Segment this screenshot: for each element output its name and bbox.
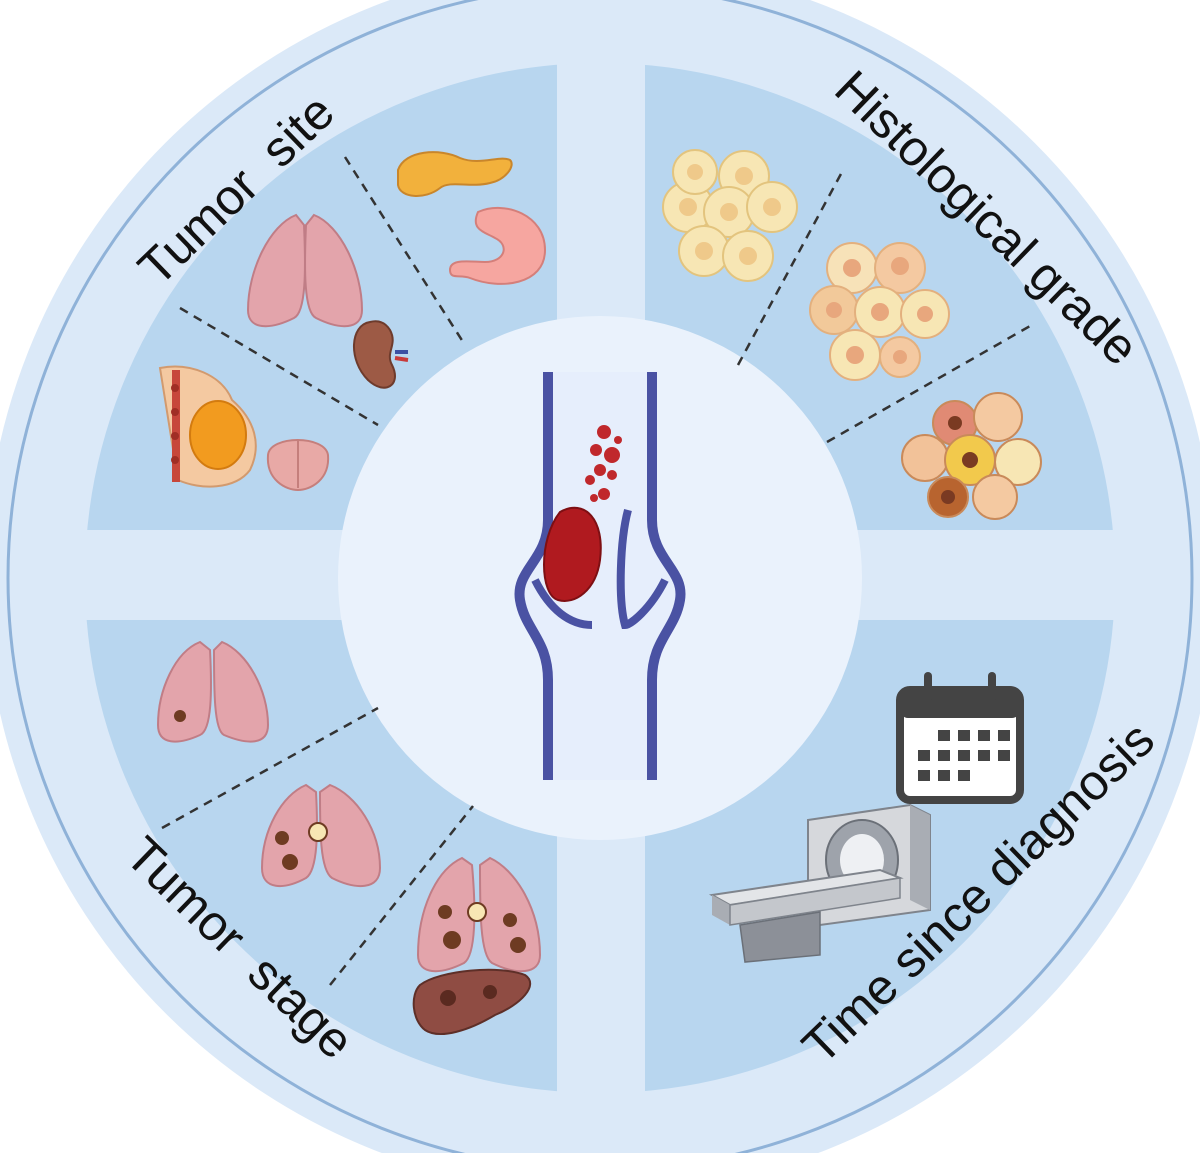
pancreas-icon: [397, 151, 513, 197]
cell-cluster-icon: [662, 149, 1042, 520]
dividers: [161, 156, 1031, 986]
vein-thrombus-illustration: [514, 372, 686, 780]
prostate-icon: [266, 439, 330, 492]
stomach-icon: [448, 207, 547, 285]
lungs-icon: [246, 213, 364, 328]
lungs-icon: [416, 856, 542, 973]
lungs-icon: [260, 783, 382, 888]
calendar-icon: [896, 672, 1024, 804]
liver-icon: [412, 968, 532, 1035]
kidney-icon: [353, 320, 409, 389]
ct-scanner-icon: [708, 803, 931, 963]
blood-clot-icon: [543, 425, 622, 602]
breast-icon: [158, 365, 257, 488]
lungs-icon: [156, 640, 270, 743]
